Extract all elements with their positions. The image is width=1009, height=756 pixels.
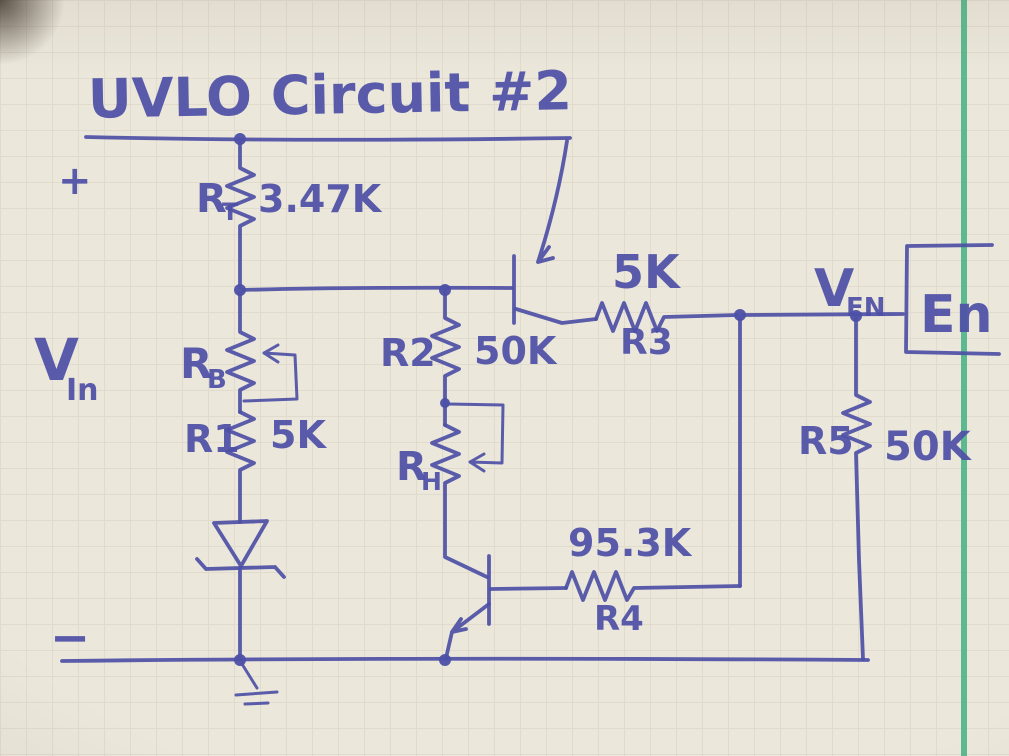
- npn-emitter: [444, 602, 491, 660]
- rb-body: [225, 291, 256, 414]
- r2-label: R2: [380, 331, 436, 375]
- junction-dot: [234, 133, 246, 145]
- base-node-wire: [241, 285, 514, 292]
- rb-label-sub: B: [207, 365, 227, 395]
- pnp-collector: [514, 307, 598, 325]
- r2-value: 50K: [474, 329, 558, 373]
- transistor-pnp: [512, 139, 598, 325]
- r4-body: [564, 570, 742, 602]
- vin-sub: In: [66, 373, 99, 408]
- en-label: En: [920, 285, 993, 345]
- ven-label: V EN: [814, 259, 886, 323]
- resistor-r1: R1 5K: [184, 410, 327, 524]
- rt-label-sub: T: [222, 198, 239, 226]
- potentiometer-rh: R H: [396, 402, 505, 579]
- r3-label: R3: [620, 322, 673, 363]
- enable-pin-connector: En: [904, 243, 1001, 356]
- junction-dot: [734, 309, 746, 321]
- r5-label: R5: [798, 419, 854, 463]
- vin-label: V In: [34, 326, 99, 408]
- r1-value: 5K: [270, 413, 327, 457]
- potentiometer-rb: R B: [180, 291, 299, 414]
- ground-icon: [234, 662, 279, 706]
- r1-label: R1: [184, 417, 240, 461]
- bottom-rail: [60, 656, 870, 663]
- rh-label-sub: H: [421, 467, 442, 496]
- r3-value: 5K: [612, 245, 682, 299]
- junction-dot: [439, 654, 451, 666]
- junction-dot: [234, 654, 246, 666]
- r4-label: R4: [594, 599, 644, 639]
- junction-dot: [234, 284, 246, 296]
- resistor-r5: R5 50K: [798, 316, 973, 661]
- top-rail: [84, 135, 572, 142]
- junction-dot: [439, 284, 451, 296]
- junction-dot: [440, 398, 450, 408]
- zener-triangle: [212, 519, 269, 568]
- r5-value: 50K: [884, 424, 973, 470]
- zener-diode: [195, 519, 286, 660]
- npn-base-wire: [489, 586, 568, 591]
- resistor-rt: R T 3.47K: [196, 141, 383, 289]
- junction-dot: [850, 310, 862, 322]
- circuit-title: UVLO Circuit #2: [87, 59, 572, 130]
- transistor-npn: [444, 554, 568, 660]
- r4-value: 95.3K: [568, 521, 693, 565]
- rb-wiper-arrow: [242, 343, 299, 403]
- resistor-r4: 95.3K R4: [564, 521, 742, 639]
- minus-label: −: [50, 610, 90, 666]
- resistor-r3: 5K R3: [594, 245, 739, 363]
- rh-body: [430, 423, 489, 579]
- rh-wiper-arrow: [446, 402, 505, 473]
- pnp-emitter: [536, 139, 569, 264]
- r5-body: [841, 316, 872, 661]
- plus-label: +: [58, 158, 92, 204]
- rt-value: 3.47K: [258, 177, 383, 221]
